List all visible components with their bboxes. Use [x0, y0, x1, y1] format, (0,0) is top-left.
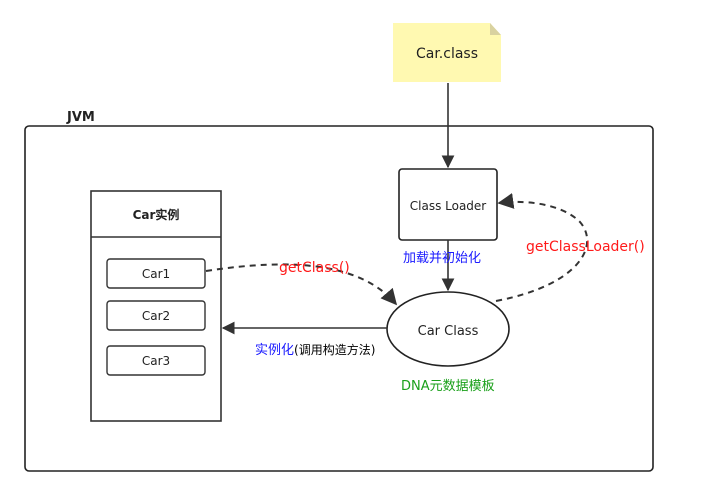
class-loader-label: Class Loader — [410, 199, 487, 213]
instance-item-car3[interactable]: Car3 — [106, 345, 206, 376]
instance-item-label: Car2 — [142, 309, 170, 323]
car-class-node[interactable]: Car Class — [386, 291, 510, 367]
instance-panel-title: Car实例 — [133, 207, 180, 222]
arrow-getclassloader — [495, 193, 589, 302]
instance-item-label: Car3 — [142, 354, 170, 368]
jvm-label: JVM — [66, 110, 95, 125]
load-and-init-annotation: 加载并初始化 — [403, 251, 481, 266]
arrow-getclass — [205, 263, 398, 306]
car-class-file-note[interactable]: Car.class — [393, 23, 501, 82]
car-instance-panel: Car实例 Car1 Car2 Car3 — [90, 190, 222, 422]
instantiate-black-text: (调用构造方法) — [294, 342, 375, 357]
instance-item-car2[interactable]: Car2 — [106, 300, 206, 331]
getclassloader-annotation: getClassLoader() — [526, 239, 645, 255]
instantiate-blue-text: 实例化 — [255, 343, 294, 358]
instantiate-annotation: 实例化(调用构造方法) — [255, 342, 375, 358]
dna-metadata-annotation: DNA元数据模板 — [401, 379, 495, 394]
jvm-container: JVM — [24, 110, 654, 472]
instance-item-label: Car1 — [142, 267, 170, 281]
getclass-annotation: getClass() — [279, 260, 350, 276]
instance-item-car1[interactable]: Car1 — [106, 258, 206, 289]
car-class-file-label: Car.class — [416, 46, 478, 62]
car-class-label: Car Class — [418, 324, 479, 339]
class-loader-box[interactable]: Class Loader — [398, 168, 498, 241]
